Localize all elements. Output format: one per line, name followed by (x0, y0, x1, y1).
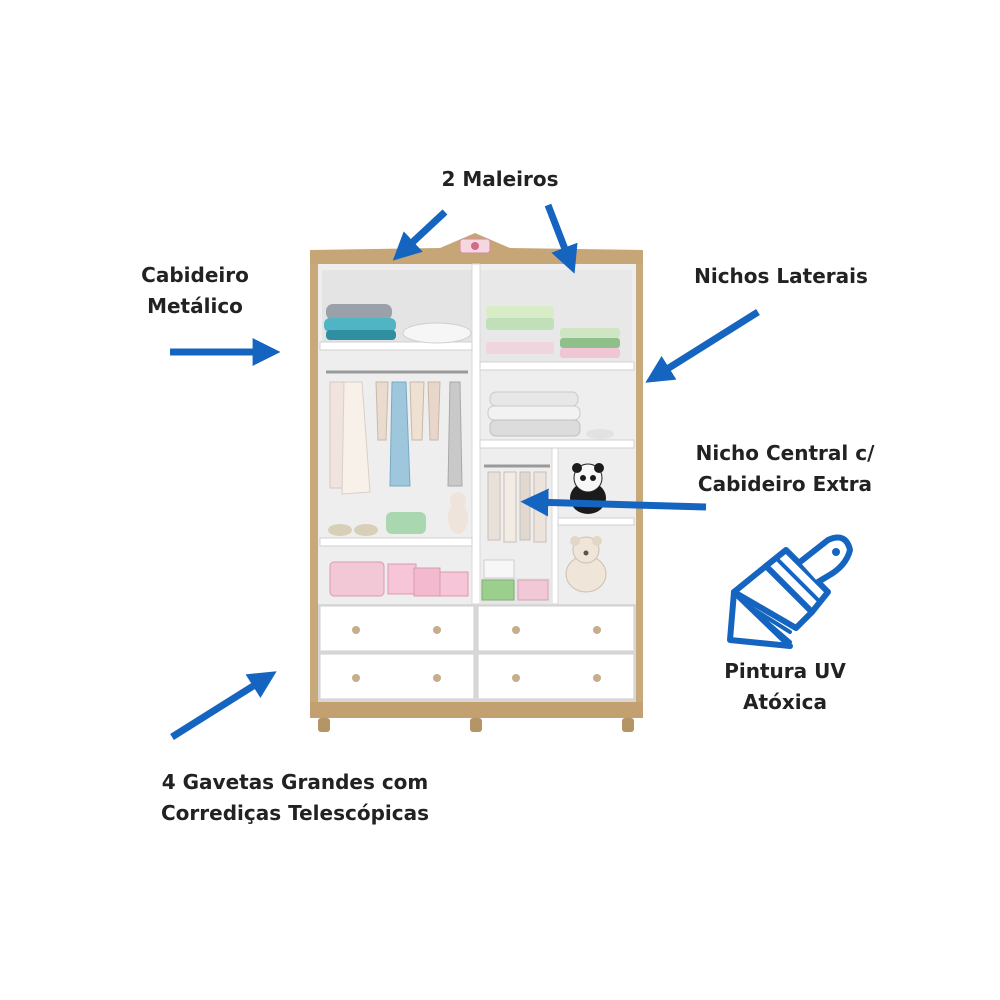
label-cabideiro: Cabideiro Metálico (95, 260, 295, 322)
shelf-right-mid (479, 439, 635, 449)
label-gavetas-line1: 4 Gavetas Grandes com (161, 770, 429, 794)
divider-center (471, 263, 481, 605)
folded-blanket (487, 391, 614, 439)
arrow-icon (170, 671, 277, 740)
divider-right-lower (551, 443, 559, 605)
label-cabideiro-line1: Cabideiro (141, 263, 249, 287)
arrow-icon (544, 203, 578, 274)
toys-shoes-left (328, 492, 468, 536)
label-maleiros: 2 Maleiros (400, 164, 600, 195)
arrow-icon (520, 488, 707, 517)
label-maleiros-line1: 2 Maleiros (441, 167, 559, 191)
label-pintura: Pintura UV Atóxica (685, 656, 885, 718)
label-nicho-central-line2: Cabideiro Extra (697, 472, 873, 496)
storage-boxes (329, 561, 469, 597)
wardrobe-base (310, 702, 643, 718)
label-nicho-central: Nicho Central c/ Cabideiro Extra (680, 438, 890, 500)
label-pintura-line2: Atóxica (743, 690, 827, 714)
hanging-clothes (329, 381, 463, 495)
shelf-left-top (319, 341, 473, 351)
label-nicho-central-line1: Nicho Central c/ (695, 441, 875, 465)
label-nichos-laterais: Nichos Laterais (676, 261, 886, 292)
foot-right (622, 718, 634, 732)
folded-clothes-top (486, 306, 620, 358)
shelf-right-small (557, 517, 635, 526)
paint-brush-icon (727, 534, 853, 649)
drawer-1 (319, 605, 475, 652)
label-cabideiro-line2: Metálico (147, 294, 243, 318)
label-gavetas: 4 Gavetas Grandes com Corrediças Telescó… (140, 767, 450, 829)
shelf-left-mid (319, 537, 473, 547)
arrow-icon (392, 209, 448, 261)
arrow-icon (645, 309, 760, 383)
wardrobe-illustration (310, 233, 643, 732)
foot-left (318, 718, 330, 732)
label-pintura-line1: Pintura UV (724, 659, 846, 683)
pillows (324, 304, 472, 344)
teddy-bear (565, 536, 607, 593)
foot-center (470, 718, 482, 732)
drawer-3 (319, 653, 475, 700)
arrows (170, 203, 760, 740)
drawers (318, 604, 636, 702)
drawer-2 (477, 605, 635, 652)
drawer-4 (477, 653, 635, 700)
label-gavetas-line2: Corrediças Telescópicas (161, 801, 429, 825)
label-nichos-laterais-line1: Nichos Laterais (694, 264, 868, 288)
shelf-right-top (479, 361, 635, 371)
